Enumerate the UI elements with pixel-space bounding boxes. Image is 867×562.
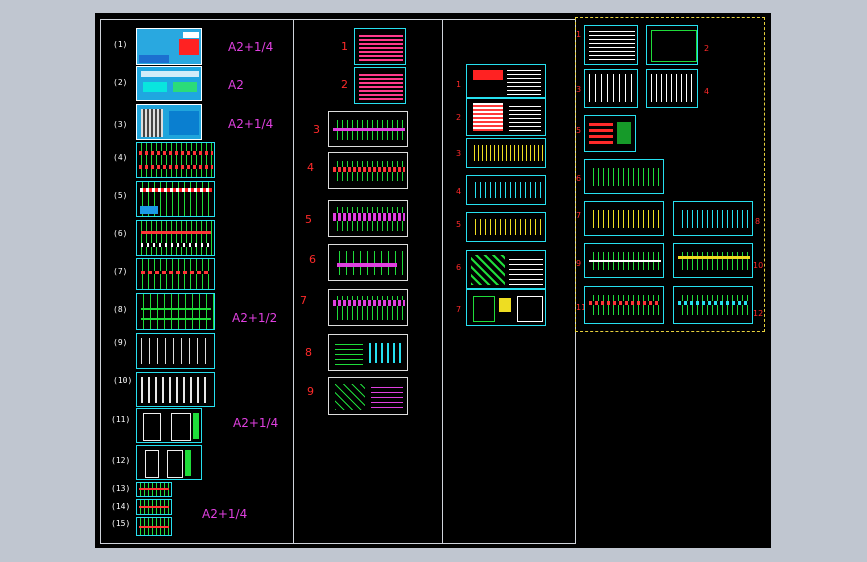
drawing-sheet[interactable] — [136, 445, 202, 480]
drawing-sheet[interactable] — [136, 333, 215, 369]
sheet-label: 2 — [704, 44, 710, 53]
sheet-label: (3) — [113, 120, 128, 129]
drawing-sheet[interactable] — [646, 25, 698, 65]
sheet-label: 6 — [576, 174, 582, 183]
drawing-sheet[interactable] — [466, 289, 546, 326]
drawing-sheet[interactable] — [584, 25, 638, 65]
sheet-label: (7) — [113, 267, 128, 276]
sheet-label: (13) — [111, 484, 131, 493]
sheet-label: 10 — [753, 261, 764, 270]
sheet-label: 5 — [456, 220, 462, 229]
drawing-sheet[interactable] — [136, 258, 215, 290]
sheet-label: (11) — [111, 415, 131, 424]
sheet-label: 4 — [704, 87, 710, 96]
sheet-label: (5) — [113, 191, 128, 200]
drawing-sheet[interactable] — [673, 286, 753, 324]
sheet-label: (1) — [113, 40, 128, 49]
sheet-label: (14) — [111, 502, 131, 511]
sheet-label: (2) — [113, 78, 128, 87]
drawing-sheet[interactable] — [136, 517, 172, 536]
frame-top — [100, 19, 576, 20]
scale-label: A2 — [228, 78, 244, 92]
scale-label: A2+1/4 — [233, 416, 279, 430]
drawing-sheet[interactable] — [466, 212, 546, 242]
sheet-label: 2 — [341, 78, 348, 91]
sheet-label: 4 — [456, 187, 462, 196]
drawing-sheet[interactable] — [673, 243, 753, 278]
sheet-label: 7 — [456, 305, 462, 314]
sheet-label: (15) — [111, 519, 131, 528]
sheet-label: 9 — [307, 385, 314, 398]
sheet-label: (6) — [113, 229, 128, 238]
sheet-label: 6 — [309, 253, 316, 266]
drawing-sheet[interactable] — [354, 67, 406, 104]
drawing-sheet[interactable] — [136, 66, 202, 101]
sheet-label: 1 — [341, 40, 348, 53]
drawing-sheet[interactable] — [136, 372, 215, 407]
sheet-label: 1 — [576, 30, 582, 39]
sheet-label: 7 — [576, 211, 582, 220]
sheet-label: 7 — [300, 294, 307, 307]
drawing-sheet[interactable] — [136, 220, 215, 256]
drawing-sheet[interactable] — [646, 69, 698, 108]
scale-label: A2+1/4 — [228, 40, 274, 54]
sheet-label: 5 — [305, 213, 312, 226]
scale-label: A2+1/4 — [228, 117, 274, 131]
sheet-label: 8 — [305, 346, 312, 359]
drawing-sheet[interactable] — [136, 142, 215, 178]
drawing-sheet[interactable] — [466, 250, 546, 289]
sheet-label: 3 — [313, 123, 320, 136]
scale-label: A2+1/2 — [232, 311, 278, 325]
drawing-sheet[interactable] — [328, 200, 408, 237]
drawing-sheet[interactable] — [136, 28, 202, 65]
drawing-sheet[interactable] — [328, 377, 408, 415]
drawing-sheet[interactable] — [466, 98, 546, 136]
sheet-label: 2 — [456, 113, 462, 122]
drawing-sheet[interactable] — [584, 286, 664, 324]
drawing-sheet[interactable] — [328, 244, 408, 281]
sheet-label: 3 — [456, 149, 462, 158]
drawing-sheet[interactable] — [584, 115, 636, 152]
drawing-sheet[interactable] — [328, 334, 408, 371]
sheet-label: 3 — [576, 85, 582, 94]
drawing-sheet[interactable] — [466, 175, 546, 205]
frame-left — [100, 19, 101, 543]
sheet-label: (8) — [113, 305, 128, 314]
drawing-sheet[interactable] — [136, 293, 215, 330]
drawing-sheet[interactable] — [354, 28, 406, 65]
drawing-sheet[interactable] — [136, 104, 202, 140]
sheet-label: 6 — [456, 263, 462, 272]
column-divider — [442, 19, 443, 543]
sheet-label: 12 — [753, 309, 764, 318]
sheet-label: (9) — [113, 338, 128, 347]
drawing-sheet[interactable] — [584, 243, 664, 278]
sheet-label: (4) — [113, 153, 128, 162]
drawing-sheet[interactable] — [136, 482, 172, 497]
sheet-label: (12) — [111, 456, 131, 465]
sheet-label: (10) — [113, 376, 133, 385]
frame-bottom — [100, 543, 576, 544]
column-divider — [293, 19, 294, 543]
drawing-sheet[interactable] — [673, 201, 753, 236]
drawing-sheet[interactable] — [328, 111, 408, 147]
sheet-label: 9 — [576, 259, 582, 268]
cad-drawing-canvas[interactable]: (1) (2) (3) (4) (5) (6) (7) (8) (9) (10)… — [95, 13, 771, 548]
drawing-sheet[interactable] — [584, 159, 664, 194]
drawing-sheet[interactable] — [584, 69, 638, 108]
drawing-sheet[interactable] — [466, 64, 546, 98]
sheet-label: 11 — [576, 303, 587, 312]
drawing-sheet[interactable] — [328, 152, 408, 189]
sheet-label: 5 — [576, 126, 582, 135]
sheet-label: 4 — [307, 161, 314, 174]
drawing-sheet[interactable] — [328, 289, 408, 326]
sheet-label: 1 — [456, 80, 462, 89]
drawing-sheet[interactable] — [136, 499, 172, 515]
drawing-sheet[interactable] — [584, 201, 664, 236]
drawing-sheet[interactable] — [136, 181, 215, 217]
selection-box[interactable] — [575, 17, 765, 332]
drawing-sheet[interactable] — [136, 408, 202, 443]
scale-label: A2+1/4 — [202, 507, 248, 521]
sheet-label: 8 — [755, 217, 761, 226]
drawing-sheet[interactable] — [466, 138, 546, 168]
